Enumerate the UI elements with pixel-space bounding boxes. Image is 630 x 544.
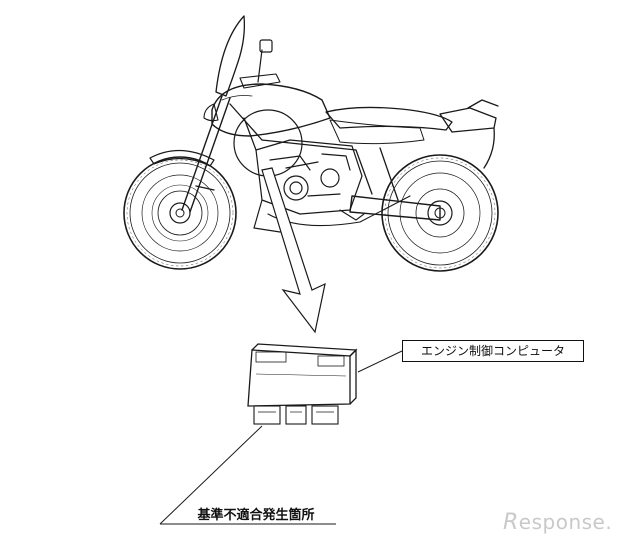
windscreen <box>215 15 246 97</box>
rear-wheel <box>381 154 499 272</box>
pointer-arrow <box>261 167 326 334</box>
front-wheel <box>123 156 237 270</box>
component-label: エンジン制御コンピュータ <box>402 340 584 362</box>
swingarm <box>349 195 441 221</box>
location-pointer <box>233 109 326 334</box>
component-leader <box>357 350 403 373</box>
location-leader <box>159 425 263 525</box>
frame <box>229 103 373 195</box>
watermark-initial: R <box>503 510 519 535</box>
watermark-text: esponse. <box>518 510 613 534</box>
front-fender <box>149 149 215 167</box>
headlight <box>203 103 219 122</box>
exhaust <box>267 195 411 227</box>
response-watermark: Response. <box>503 508 628 536</box>
front-fork <box>181 95 231 213</box>
defect-location-label: 基準不適合発生箇所 <box>197 508 315 523</box>
ecu-unit <box>247 343 358 425</box>
leader-lines <box>159 350 403 525</box>
handlebar <box>239 73 281 89</box>
mirror <box>257 39 273 83</box>
rear-carrier <box>439 99 499 169</box>
